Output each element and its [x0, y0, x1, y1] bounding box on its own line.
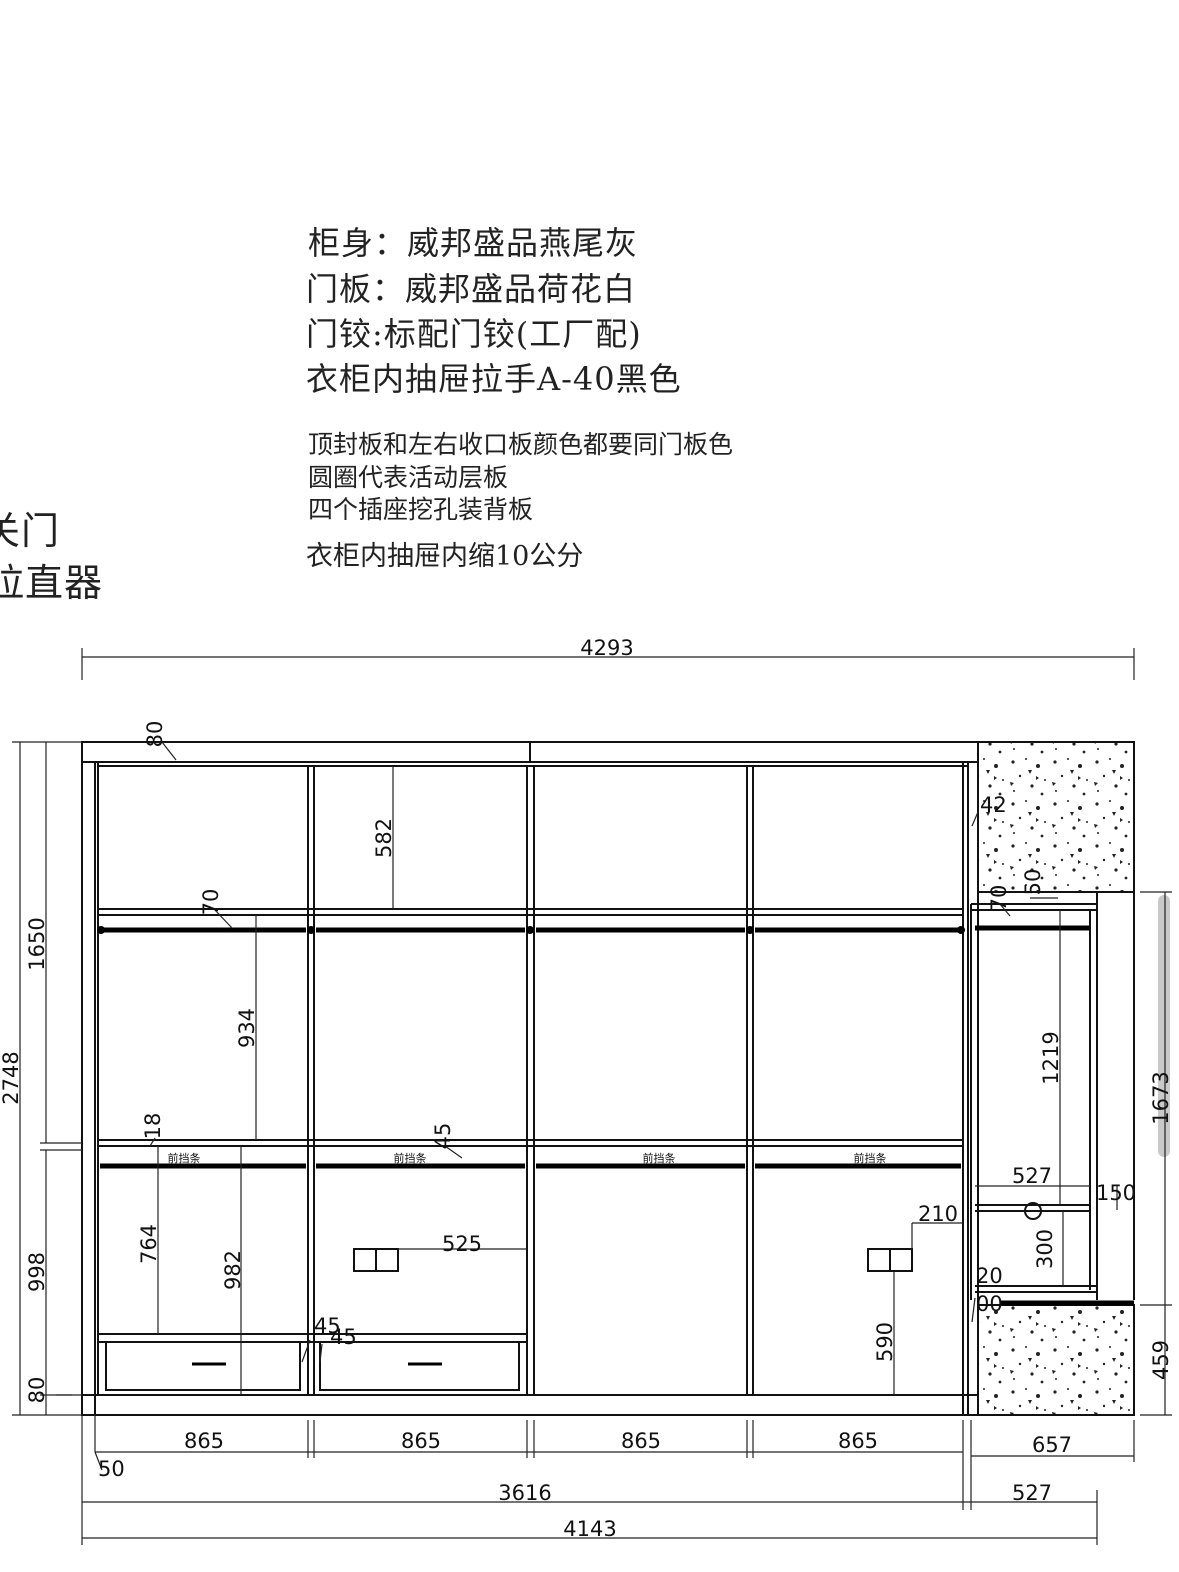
dim-top-board: 80 [143, 721, 167, 748]
dim-bay-3: 865 [621, 1429, 661, 1453]
dim-hanging-height: 934 [235, 1008, 259, 1048]
dim-upper-height: 1650 [25, 917, 49, 970]
dim-socket-height: 590 [873, 1322, 897, 1362]
main-cabinet [81, 741, 979, 1416]
right-section [970, 741, 1135, 1416]
dim-main-width: 3616 [498, 1481, 551, 1505]
side-fragment-2: 拉直器 [0, 561, 104, 605]
dim-right-00: 00 [976, 1292, 1003, 1316]
dim-right-20: 20 [976, 1264, 1003, 1288]
dim-left-edge: 50 [98, 1457, 125, 1481]
dim-lower-to-floor: 982 [221, 1250, 245, 1290]
dim-bay-1: 865 [184, 1429, 224, 1453]
dim-socket-offset-left: 525 [442, 1232, 482, 1256]
dim-bay-2: 865 [401, 1429, 441, 1453]
dim-right-hanging: 1219 [1039, 1031, 1063, 1084]
dim-lower-height: 998 [25, 1252, 49, 1292]
dim-right-lower-height: 459 [1149, 1340, 1173, 1380]
dim-right-inner-width: 527 [1012, 1164, 1052, 1188]
dim-right-width-527: 527 [1012, 1481, 1052, 1505]
dim-bay-4: 865 [838, 1429, 878, 1453]
label-front-strip-1: 前挡条 [168, 1151, 201, 1165]
socket-icons [353, 1248, 913, 1272]
dim-upper-shelf-gap: 582 [372, 818, 396, 858]
note-door-panel: 门板：威邦盛品荷花白 [306, 270, 637, 308]
dim-right-shelf-gap: 300 [1033, 1229, 1057, 1269]
side-bar [1158, 895, 1170, 1157]
note-top-sealing: 顶封板和左右收口板颜色都要同门板色 [308, 430, 734, 459]
dim-rail-offset: 70 [199, 889, 223, 916]
note-cabinet-body: 柜身：威邦盛品燕尾灰 [308, 224, 639, 262]
dim-total-width: 4293 [580, 636, 633, 660]
label-front-strip-2: 前挡条 [394, 1151, 427, 1165]
hanging-rails [100, 925, 1090, 1169]
dim-right-total-height: 1673 [1149, 1071, 1173, 1124]
label-front-strip-3: 前挡条 [643, 1151, 676, 1165]
note-sockets: 四个插座挖孔装背板 [308, 495, 534, 524]
dim-right-rail-50: 50 [1021, 869, 1045, 896]
side-fragment-1: 关门 [0, 509, 61, 553]
dim-bottom-plinth: 80 [25, 1377, 49, 1404]
dim-overall-width: 4143 [563, 1517, 616, 1541]
note-hinge: 门铰:标配门铰(工厂配) [306, 315, 642, 353]
dim-right-rail-70: 70 [987, 885, 1011, 912]
dim-socket-offset-right: 210 [918, 1202, 958, 1226]
dimension-lines [12, 648, 1172, 1545]
dim-lower-hanging: 764 [137, 1224, 161, 1264]
label-front-strip-4: 前挡条 [854, 1151, 887, 1165]
dim-drawer-gap-b: 45 [330, 1325, 357, 1349]
dim-total-height: 2748 [0, 1051, 23, 1104]
rail-end-caps [97, 926, 965, 934]
dim-right-width-657: 657 [1032, 1433, 1072, 1457]
dim-shelf-thickness: 18 [141, 1113, 165, 1140]
dim-right-top-gap: 42 [980, 793, 1007, 817]
dim-right-side-150: 150 [1096, 1181, 1136, 1205]
note-drawer-inset: 衣柜内抽屉内缩10公分 [306, 541, 584, 572]
dim-drawer-gap-a: 45 [314, 1314, 341, 1338]
note-drawer-handle: 衣柜内抽屉拉手A-40黑色 [306, 360, 682, 398]
dim-front-strip: 45 [431, 1123, 455, 1150]
note-circle-meaning: 圆圈代表活动层板 [308, 463, 509, 492]
